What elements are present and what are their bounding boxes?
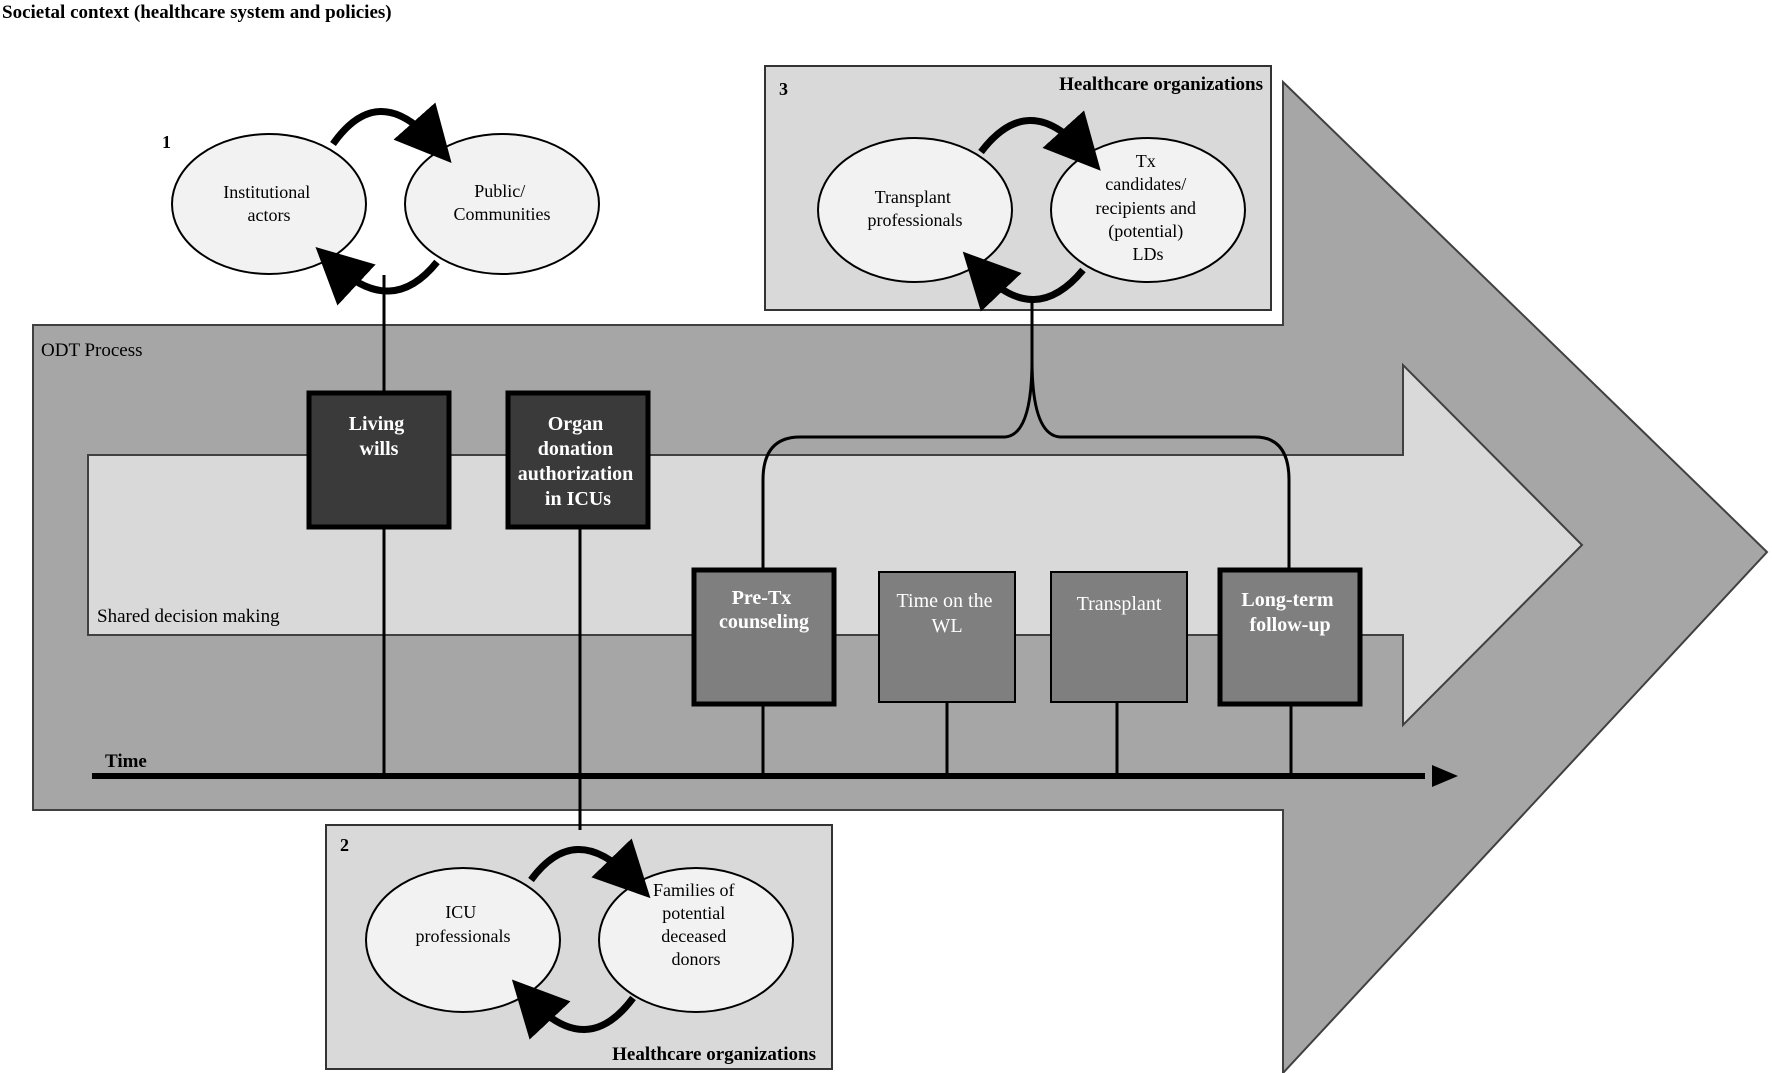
cycle-arrows bbox=[315, 102, 1101, 1040]
transplant-label: Transplant bbox=[1077, 593, 1162, 615]
cycle-arrow-1-bottom bbox=[315, 246, 440, 306]
living-wills-box bbox=[306, 390, 452, 530]
shared-decision-label: Shared decision making bbox=[97, 606, 280, 627]
time-label: Time bbox=[105, 751, 147, 772]
institutional-actors-ellipse bbox=[171, 133, 367, 275]
families-ellipse bbox=[598, 867, 794, 1013]
societal-context-title: Societal context (healthcare system and … bbox=[2, 2, 392, 23]
follow-up-box bbox=[1217, 567, 1363, 707]
odt-process-label: ODT Process bbox=[41, 340, 143, 361]
transplant-professionals-label: Transplant professionals bbox=[868, 187, 963, 230]
cycle-arrow-2-top bbox=[528, 838, 651, 899]
living-wills-label: Living wills bbox=[349, 413, 410, 460]
cycle-arrow-1-top bbox=[330, 102, 452, 163]
icu-professionals-ellipse bbox=[365, 867, 561, 1013]
group2-header: Healthcare organizations bbox=[612, 1044, 816, 1065]
connector-lines bbox=[382, 275, 1293, 830]
transplant-professionals-ellipse bbox=[817, 137, 1013, 283]
tx-candidates-label: Tx candidates/ recipients and (potential… bbox=[1096, 151, 1201, 264]
group1-number: 1 bbox=[162, 132, 171, 152]
pre-tx-label: Pre-Tx counseling bbox=[719, 587, 809, 633]
tx-candidates-ellipse bbox=[1050, 137, 1246, 283]
time-axis-arrowhead bbox=[1432, 765, 1458, 787]
follow-up-label: Long-term follow-up bbox=[1241, 589, 1338, 636]
time-wl-label: Time on the WL bbox=[897, 590, 998, 637]
group2-number: 2 bbox=[340, 835, 349, 855]
public-communities-ellipse bbox=[404, 133, 600, 275]
public-communities-label: Public/ Communities bbox=[453, 181, 550, 224]
transplant-box bbox=[1050, 571, 1188, 703]
cycle-arrow-3-top bbox=[978, 110, 1101, 171]
icu-professionals-label: ICU professionals bbox=[416, 902, 511, 946]
group3-header: Healthcare organizations bbox=[1059, 74, 1263, 95]
cycle-arrow-3-bottom bbox=[962, 251, 1086, 312]
families-label: Families of potential deceased donors bbox=[653, 880, 739, 969]
pre-tx-box bbox=[691, 567, 837, 707]
time-wl-box bbox=[878, 571, 1016, 703]
cycle-arrow-2-bottom bbox=[511, 979, 636, 1040]
organ-donation-label: Organ donation authorization in ICUs bbox=[518, 413, 639, 510]
organ-donation-box bbox=[505, 390, 651, 530]
institutional-actors-label: Institutional actors bbox=[223, 182, 315, 225]
group3-number: 3 bbox=[779, 79, 788, 99]
shared-decision-arrow bbox=[87, 362, 1584, 728]
